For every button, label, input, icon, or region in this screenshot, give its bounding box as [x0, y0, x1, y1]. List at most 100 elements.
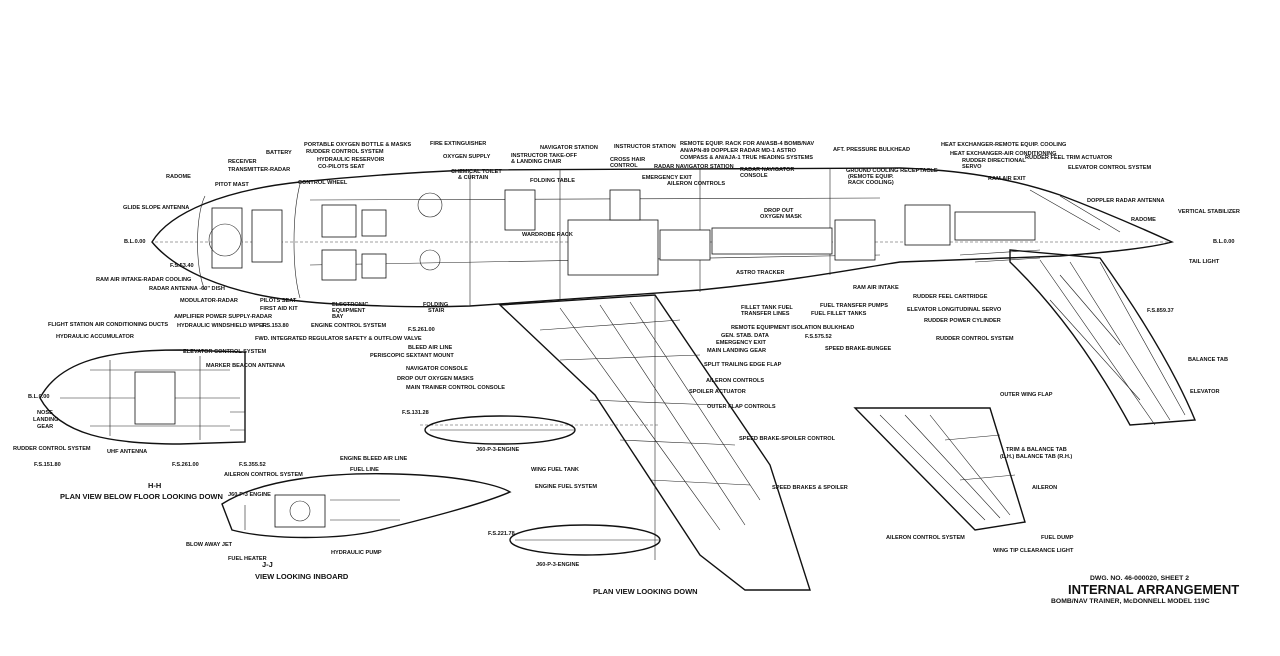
- label-modulator-radar: MODULATOR-RADAR: [180, 298, 238, 304]
- label-pilots-seat: PILOTS SEAT: [260, 298, 297, 304]
- label-bl-000-right: B.L.0.00: [1213, 239, 1234, 245]
- label-fire-extinguisher: FIRE EXTINGUISHER: [430, 141, 486, 147]
- label-aileron-control-hh: AILERON CONTROL SYSTEM: [224, 472, 303, 478]
- label-heat-exch-air: HEAT EXCHANGER-AIR CONDITIONING: [950, 151, 1057, 157]
- label-flight-station-air: FLIGHT STATION AIR CONDITIONING DUCTS: [48, 322, 168, 328]
- label-ram-air-intake-radar: RAM AIR INTAKE-RADAR COOLING: [96, 277, 191, 283]
- label-wing-fuel-tank: WING FUEL TANK: [531, 467, 579, 473]
- view-jj-caption: VIEW LOOKING INBOARD: [255, 572, 349, 581]
- label-bl-000-left: B.L.0.00: [124, 239, 145, 245]
- label-engine-bleed-air: ENGINE BLEED AIR LINE: [340, 456, 408, 462]
- label-doppler-radar-antenna: DOPPLER RADAR ANTENNA: [1087, 198, 1165, 204]
- label-oxygen-supply: OXYGEN SUPPLY: [443, 154, 491, 160]
- label-fs-15380: F.S.153.80: [262, 323, 289, 329]
- label-main-trainer-console: MAIN TRAINER CONTROL CONSOLE: [406, 385, 505, 391]
- label-balance-tab-lh-rh: (L.H.) BALANCE TAB (R.H.): [1000, 454, 1072, 460]
- label-remote-equip-rack: REMOTE EQUIP. RACK FOR AN/ASB-4 BOMB/NAV: [680, 141, 814, 147]
- label-navigator-station: NAVIGATOR STATION: [540, 145, 598, 151]
- label-elevator: ELEVATOR: [1190, 389, 1220, 395]
- label-wing-tip-light: WING TIP CLEARANCE LIGHT: [993, 548, 1074, 554]
- label-ground-cooling2: (REMOTE EQUIP.: [848, 174, 894, 180]
- label-elevator-longitudinal: ELEVATOR LONGITUDINAL SERVO: [907, 307, 1002, 313]
- plan-hh-caption: PLAN VIEW BELOW FLOOR LOOKING DOWN: [60, 492, 223, 501]
- label-fuel-fillet-tanks: FUEL FILLET TANKS: [811, 311, 867, 317]
- label-electronic-equip3: BAY: [332, 314, 344, 320]
- label-fs-85937: F.S.859.37: [1147, 308, 1174, 314]
- plan-hh-key: H-H: [148, 481, 161, 490]
- label-elevator-control-top: ELEVATOR CONTROL SYSTEM: [1068, 165, 1152, 171]
- label-electronic-equip: ELECTRONIC: [332, 302, 368, 308]
- label-curtain: & CURTAIN: [458, 175, 488, 181]
- label-instructor-takeoff: INSTRUCTOR TAKE-OFF: [511, 153, 578, 159]
- label-remote-isolation: REMOTE EQUIPMENT ISOLATION BULKHEAD: [731, 325, 854, 331]
- label-ram-air-exit: RAM AIR EXIT: [988, 176, 1026, 182]
- plan-view-hh: [39, 349, 246, 445]
- label-wardrobe-rack: WARDROBE RACK: [522, 232, 573, 238]
- label-fs-15180: F.S.151.80: [34, 462, 61, 468]
- label-ground-cooling: GROUND COOLING RECEPTACLE: [846, 168, 938, 174]
- label-control-wheel: CONTROL WHEEL: [298, 180, 348, 186]
- label-fs-26100-hh: F.S.261.00: [172, 462, 199, 468]
- label-cross-hair-control: CONTROL: [610, 163, 638, 169]
- label-fuel-line: FUEL LINE: [350, 467, 379, 473]
- label-aft-pressure-bulkhead: AFT. PRESSURE BULKHEAD: [833, 147, 910, 153]
- label-fwd-integrated: FWD. INTEGRATED REGULATOR SAFETY & OUTFL…: [255, 336, 422, 342]
- label-aileron-detail: AILERON: [1032, 485, 1057, 491]
- label-glide-slope: GLIDE SLOPE ANTENNA: [123, 205, 189, 211]
- label-spoiler-actuator: SPOILER ACTUATOR: [689, 389, 746, 395]
- label-fs-5340: F.S.53.40: [170, 263, 194, 269]
- fuselage-side-view: [151, 167, 1175, 308]
- label-hydraulic-pump: HYDRAULIC PUMP: [331, 550, 382, 556]
- label-j60-engine-lower: J60-P-3-ENGINE: [536, 562, 579, 568]
- label-tail-light: TAIL LIGHT: [1189, 259, 1220, 265]
- label-rudder-control-system: RUDDER CONTROL SYSTEM: [936, 336, 1014, 342]
- label-aileron-controls-top: AILERON CONTROLS: [667, 181, 725, 187]
- label-first-aid: FIRST AID KIT: [260, 306, 298, 312]
- plan-main-caption: PLAN VIEW LOOKING DOWN: [593, 587, 698, 596]
- label-j60-engine-jj: J60-P-3 ENGINE: [228, 492, 271, 498]
- label-navigator-console: NAVIGATOR CONSOLE: [406, 366, 468, 372]
- label-electronic-equip2: EQUIPMENT: [332, 308, 366, 314]
- label-drop-out-oxygen: DROP OUT: [764, 208, 794, 214]
- label-blow-away-jet: BLOW AWAY JET: [186, 542, 233, 548]
- label-portable-oxygen: PORTABLE OXYGEN BOTTLE & MASKS: [304, 142, 411, 148]
- drawing-number: DWG. NO. 46-000020, SHEET 2: [1090, 575, 1189, 582]
- label-radar-nav-station: RADAR NAVIGATOR STATION: [654, 164, 734, 170]
- label-copilots-seat: CO-PILOTS SEAT: [318, 164, 365, 170]
- label-servo: SERVO: [962, 164, 982, 170]
- label-uhf-antenna: UHF ANTENNA: [107, 449, 147, 455]
- label-rudder-control-top: RUDDER CONTROL SYSTEM: [306, 149, 384, 155]
- label-radome-front: RADOME: [166, 174, 191, 180]
- label-emergency-exit-top: EMERGENCY EXIT: [642, 175, 693, 181]
- label-rudder-power-cylinder: RUDDER POWER CYLINDER: [924, 318, 1001, 324]
- label-j60-engine-upper: J60-P-3-ENGINE: [476, 447, 519, 453]
- label-drop-out-masks: DROP OUT OXYGEN MASKS: [397, 376, 474, 382]
- label-hydraulic-accumulator: HYDRAULIC ACCUMULATOR: [56, 334, 134, 340]
- label-fs-22178: F.S.221.78: [488, 531, 515, 537]
- label-transmitter-radar: TRANSMITTER-RADAR: [228, 167, 290, 173]
- label-split-trailing-flap: SPLIT TRAILING EDGE FLAP: [704, 362, 782, 368]
- label-radar-antenna: RADAR ANTENNA -60" DISH: [149, 286, 225, 292]
- label-engine-control: ENGINE CONTROL SYSTEM: [311, 323, 386, 329]
- label-trim-balance-tab: TRIM & BALANCE TAB: [1006, 447, 1067, 453]
- view-jj-key: J-J: [262, 560, 273, 569]
- label-fs-57552: F.S.575.52: [805, 334, 832, 340]
- label-folding-stair2: STAIR: [428, 308, 444, 314]
- label-periscopic-sextant: PERISCOPIC SEXTANT MOUNT: [370, 353, 454, 359]
- label-rudder-feel-trim: RUDDER FEEL TRIM ACTUATOR: [1025, 155, 1112, 161]
- label-main-landing-gear: MAIN LANDING GEAR: [707, 348, 766, 354]
- label-hydraulic-reservoir: HYDRAULIC RESERVOIR: [317, 157, 384, 163]
- label-aileron-control-detail: AILERON CONTROL SYSTEM: [886, 535, 965, 541]
- drawing-title: INTERNAL ARRANGEMENT: [1068, 582, 1239, 597]
- label-emergency-exit: EMERGENCY EXIT: [716, 340, 767, 346]
- label-compass: COMPASS & AN/AJA-1 TRUE HEADING SYSTEMS: [680, 155, 813, 161]
- label-speed-brakes-spoiler: SPEED BRAKES & SPOILER: [772, 485, 848, 491]
- label-ground-cooling3: RACK COOLING): [848, 180, 894, 186]
- horizontal-stabilizer: [1009, 249, 1197, 426]
- label-radome-aft: RADOME: [1131, 217, 1156, 223]
- label-aileron-controls: AILERON CONTROLS: [706, 378, 764, 384]
- label-bleed-air-line: BLEED AIR LINE: [408, 345, 453, 351]
- label-radar-nav-console: RADAR NAVIGATOR: [740, 167, 794, 173]
- label-cross-hair: CROSS HAIR: [610, 157, 645, 163]
